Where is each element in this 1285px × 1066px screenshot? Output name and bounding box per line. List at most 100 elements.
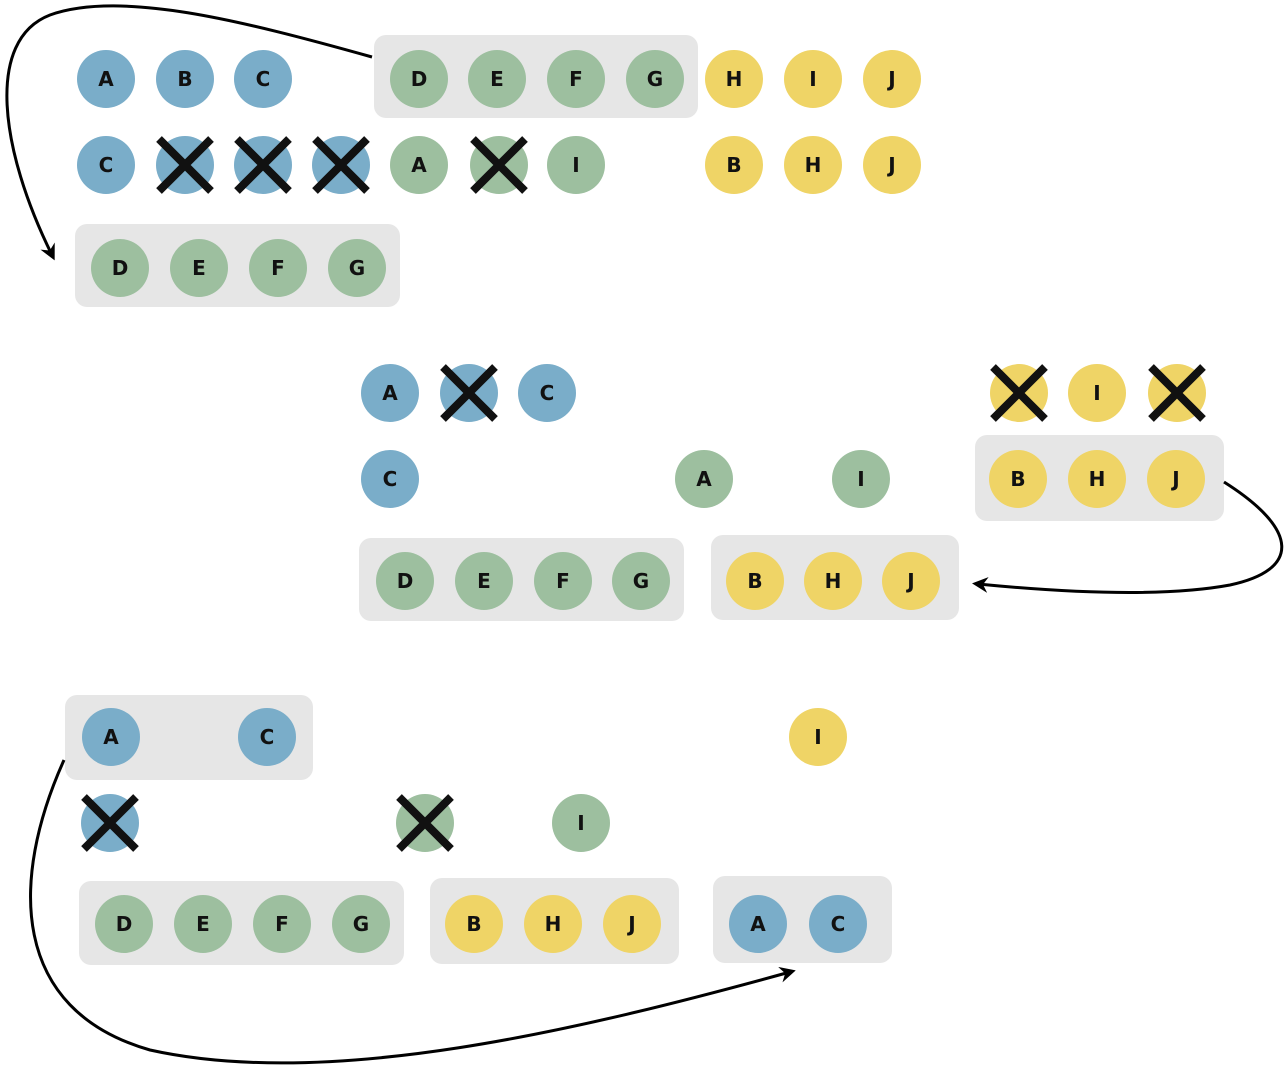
node-label: I — [857, 467, 864, 491]
node-circle — [705, 136, 763, 194]
node-label: H — [726, 67, 743, 91]
node-label: H — [825, 569, 842, 593]
node-circle — [518, 364, 576, 422]
stage-1-row-2-node-crossed — [470, 136, 528, 194]
node-circle — [626, 50, 684, 108]
stage-2-row-2-node-c: C — [361, 450, 419, 508]
node-label: B — [726, 153, 741, 177]
node-label: B — [747, 569, 762, 593]
stage-2-row-1-node-crossed — [440, 364, 498, 422]
node-circle — [238, 708, 296, 766]
node-circle — [253, 895, 311, 953]
node-circle — [77, 136, 135, 194]
node-circle — [234, 50, 292, 108]
group-box-g4 — [359, 538, 684, 621]
stage-2-row-2-node-b: B — [989, 450, 1047, 508]
node-circle — [675, 450, 733, 508]
stage-3-row-3-node-e: E — [174, 895, 232, 953]
node-label: C — [540, 381, 555, 405]
arrow-move-defg-down — [5, 4, 373, 261]
group-box-g7 — [79, 881, 404, 965]
stage-1-row-1-node-c: C — [234, 50, 292, 108]
node-label: C — [99, 153, 114, 177]
stage-1-row-2-node-j: J — [863, 136, 921, 194]
group-box-g1 — [374, 35, 698, 118]
node-label: A — [750, 912, 766, 936]
node-circle — [156, 50, 214, 108]
stage-3-row-3-node-f: F — [253, 895, 311, 953]
node-label: G — [353, 912, 369, 936]
cross-mark-icon — [1148, 364, 1206, 422]
stage-2-row-1-node-crossed — [1148, 364, 1206, 422]
node-label: F — [275, 912, 289, 936]
node-circle — [789, 708, 847, 766]
arrows — [5, 4, 1284, 1065]
node-circle — [170, 239, 228, 297]
stage-1-row-2-node-b: B — [705, 136, 763, 194]
node-circle — [91, 239, 149, 297]
node-label: I — [577, 811, 584, 835]
node-label: I — [814, 725, 821, 749]
node-label: D — [397, 569, 414, 593]
stage-3-row-1-node-a: A — [82, 708, 140, 766]
stage-1-row-1-node-f: F — [547, 50, 605, 108]
node-label: C — [260, 725, 275, 749]
node-circle — [863, 136, 921, 194]
node-circle — [809, 895, 867, 953]
stage-1-row-1-node-i: I — [784, 50, 842, 108]
node-circle — [1147, 450, 1205, 508]
node-circle — [468, 50, 526, 108]
arrow-move-ac-right — [29, 759, 796, 1065]
node-circle — [729, 895, 787, 953]
stage-3-row-2-node-crossed — [396, 794, 454, 852]
node-label: I — [809, 67, 816, 91]
node-circle — [376, 552, 434, 610]
node-label: J — [626, 912, 635, 936]
node-label: D — [411, 67, 428, 91]
node-circle — [784, 50, 842, 108]
stage-2-row-2-node-a: A — [675, 450, 733, 508]
node-circle — [249, 239, 307, 297]
stage-1-row-3-node-d: D — [91, 239, 149, 297]
stage-2-row-1-node-c: C — [518, 364, 576, 422]
node-label: E — [477, 569, 491, 593]
stage-2-row-3-node-j: J — [882, 552, 940, 610]
stage-1-row-3-node-e: E — [170, 239, 228, 297]
node-label: H — [545, 912, 562, 936]
node-circle — [328, 239, 386, 297]
node-circle — [445, 895, 503, 953]
node-label: E — [192, 256, 206, 280]
stage-1-row-1-node-b: B — [156, 50, 214, 108]
stage-1-row-1-node-h: H — [705, 50, 763, 108]
stage-3-row-3-node-c: C — [809, 895, 867, 953]
cross-mark-icon — [470, 136, 528, 194]
stage-3-row-3-node-a: A — [729, 895, 787, 953]
stage-3-row-3-node-d: D — [95, 895, 153, 953]
stage-1-row-2-node-c: C — [77, 136, 135, 194]
node-circle — [390, 50, 448, 108]
cross-mark-icon — [396, 794, 454, 852]
node-label: B — [177, 67, 192, 91]
group-box-g2 — [75, 224, 400, 307]
node-label: B — [466, 912, 481, 936]
node-label: J — [886, 153, 895, 177]
stage-1-row-1-node-a: A — [77, 50, 135, 108]
stage-1-row-1-node-d: D — [390, 50, 448, 108]
stage-3-row-1-node-i: I — [789, 708, 847, 766]
cross-mark-icon — [156, 136, 214, 194]
cross-mark-icon — [312, 136, 370, 194]
node-circle — [784, 136, 842, 194]
node-label: H — [1089, 467, 1106, 491]
node-circle — [603, 895, 661, 953]
node-label: J — [886, 67, 895, 91]
node-circle — [82, 708, 140, 766]
node-circle — [863, 50, 921, 108]
stage-3-row-3-node-h: H — [524, 895, 582, 953]
node-label: B — [1010, 467, 1025, 491]
node-circle — [1068, 450, 1126, 508]
node-label: G — [349, 256, 365, 280]
node-label: A — [411, 153, 427, 177]
stage-1-row-2-node-a: A — [390, 136, 448, 194]
stage-3-row-3-node-b: B — [445, 895, 503, 953]
node-circle — [361, 450, 419, 508]
